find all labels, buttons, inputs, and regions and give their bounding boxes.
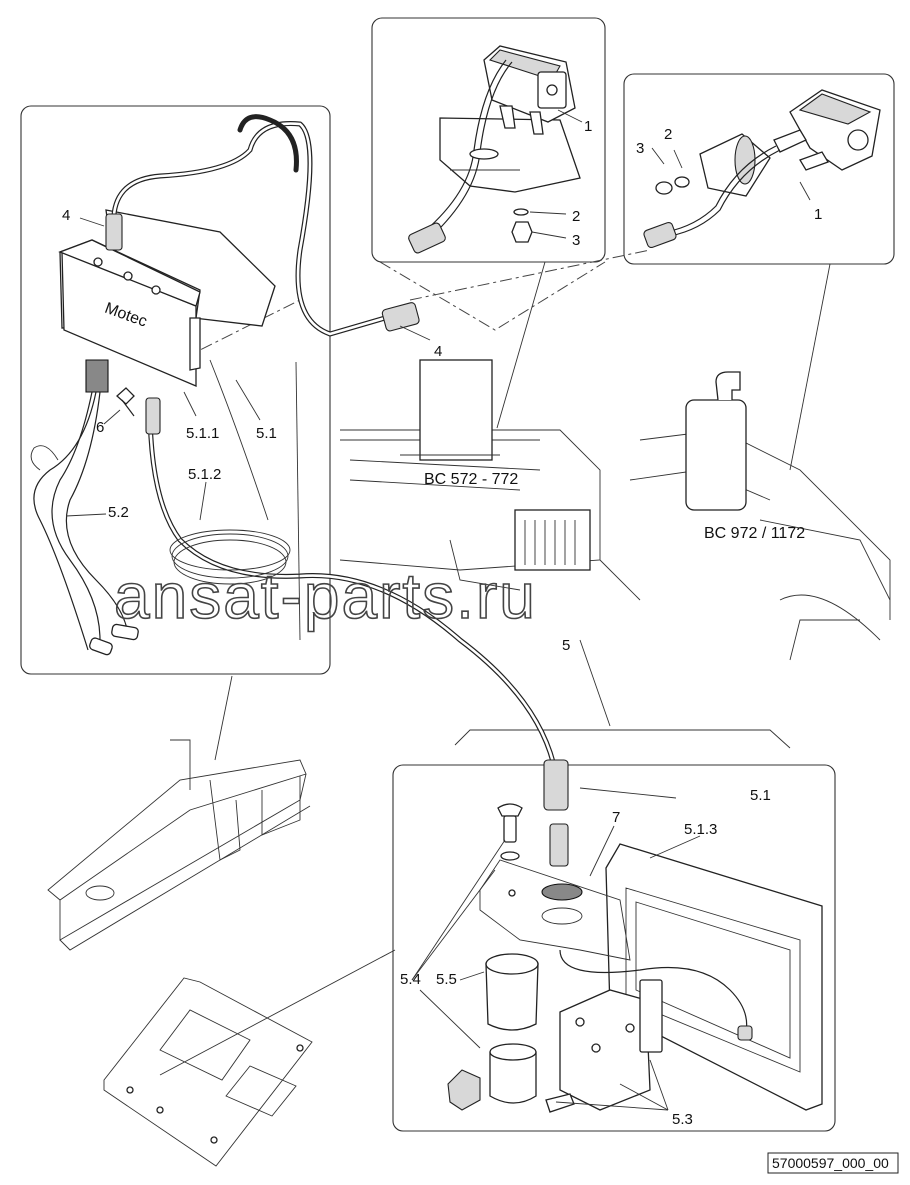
callout-lp-5-1-1: 5.1.1 bbox=[186, 425, 219, 442]
pointer-line-4 bbox=[159, 949, 396, 1076]
callout-br-5-3: 5.3 bbox=[672, 1111, 693, 1128]
reference-number-box bbox=[767, 1152, 899, 1174]
machine-bc572 bbox=[339, 359, 641, 601]
detail-frame-camera-bc972 bbox=[623, 73, 895, 265]
callout-tr-2: 2 bbox=[664, 126, 672, 143]
callout-cable-5: 5 bbox=[562, 637, 570, 654]
callout-br-5-4: 5.4 bbox=[400, 971, 421, 988]
cut-line bbox=[295, 361, 301, 641]
pointer-line-2 bbox=[789, 263, 831, 471]
callout-br-5-1: 5.1 bbox=[750, 787, 771, 804]
callout-lp-4a: 4 bbox=[62, 207, 70, 224]
watermark: ansat-parts.ru bbox=[114, 560, 537, 632]
pointer-line-3 bbox=[214, 675, 233, 761]
monitor-cables bbox=[30, 114, 569, 811]
reference-number: 57000597_000_00 bbox=[772, 1155, 889, 1171]
chassis-frame bbox=[47, 739, 311, 951]
callout-br-7: 7 bbox=[612, 809, 620, 826]
callout-lp-6: 6 bbox=[96, 419, 104, 436]
leader-dashdot bbox=[379, 261, 606, 331]
callout-tm-2: 2 bbox=[572, 208, 580, 225]
callout-leaders bbox=[65, 109, 811, 1111]
mount-hardware bbox=[447, 803, 663, 1113]
callout-tm-1: 1 bbox=[584, 118, 592, 135]
machine-bc972 bbox=[629, 371, 891, 661]
mount-plate bbox=[479, 859, 631, 961]
callout-tm-3: 3 bbox=[572, 232, 580, 249]
callout-lp-5-1-2: 5.1.2 bbox=[188, 466, 221, 483]
callout-lp-5-1: 5.1 bbox=[256, 425, 277, 442]
detail-frame-camera-bc572 bbox=[371, 17, 606, 263]
callout-tr-1: 1 bbox=[814, 206, 822, 223]
callout-br-5-1-3: 5.1.3 bbox=[684, 821, 717, 838]
camera-bc572 bbox=[408, 45, 581, 254]
callout-br-5-5: 5.5 bbox=[436, 971, 457, 988]
leader-dashdot-2 bbox=[409, 249, 651, 301]
monitor-box: Motec bbox=[58, 209, 276, 387]
display-monitor bbox=[559, 843, 823, 1111]
model-caption-bc572: BC 572 - 772 bbox=[424, 471, 518, 488]
mounting-plate bbox=[103, 977, 313, 1167]
bracket-line bbox=[454, 729, 791, 749]
detail-frame-monitor-wiring bbox=[20, 105, 331, 675]
camera-bc972 bbox=[643, 89, 881, 249]
callout-lp-4b: 4 bbox=[434, 343, 442, 360]
model-caption-bc972: BC 972 / 1172 bbox=[704, 525, 805, 542]
detail-frame-monitor-mount bbox=[392, 764, 836, 1132]
cut-line-2 bbox=[209, 359, 269, 521]
pointer-line bbox=[496, 261, 546, 429]
callout-lp-5-2: 5.2 bbox=[108, 504, 129, 521]
callout-tr-3: 3 bbox=[636, 140, 644, 157]
